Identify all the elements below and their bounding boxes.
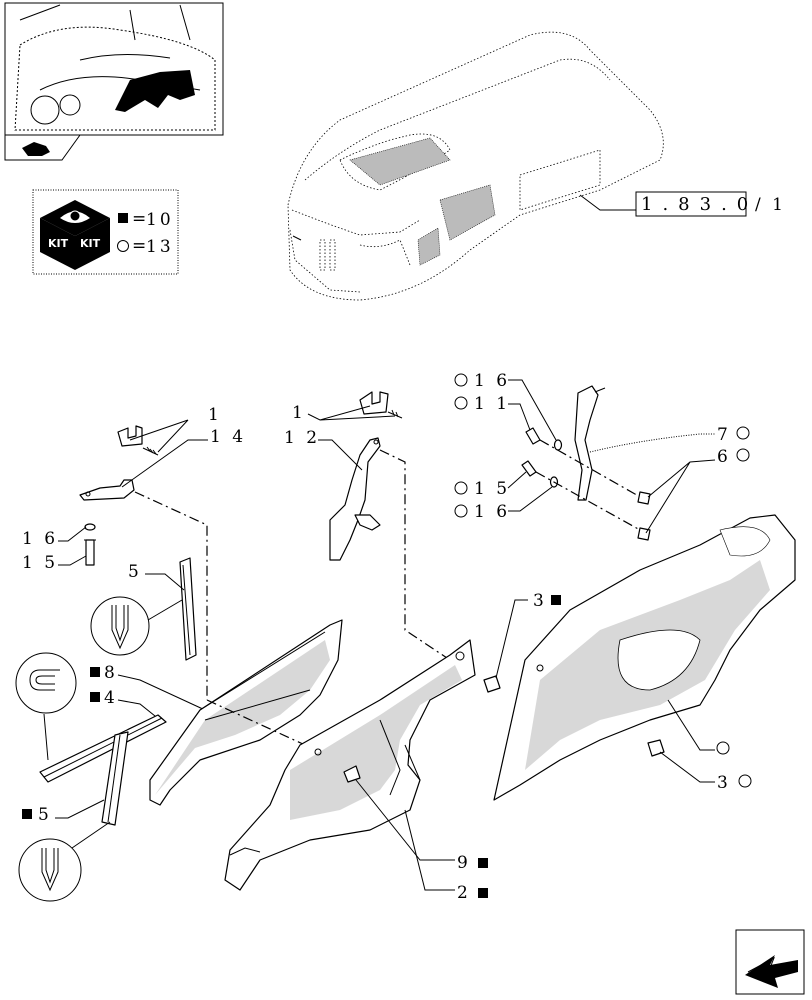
callout-16-right-top: 1 6: [454, 371, 557, 441]
callout-2: 2: [404, 809, 488, 903]
square-marker-icon: [551, 595, 561, 605]
tractor-thumbnail: [4, 2, 224, 161]
callout-16-right-bottom: 1 6: [454, 486, 553, 522]
square-marker-icon: [90, 667, 100, 677]
seal-profile-detail-2: [15, 652, 77, 761]
callout-6: 6: [645, 447, 750, 534]
svg-text:1 2: 1 2: [284, 428, 320, 448]
svg-text:3: 3: [533, 591, 547, 611]
hood-assembly-illustration: [287, 31, 664, 301]
left-bracket-group: [79, 425, 159, 566]
circle-marker-icon: [454, 396, 468, 410]
square-marker-icon: [478, 858, 488, 868]
thumbnail-nav-icon[interactable]: [22, 142, 50, 156]
svg-text:7: 7: [717, 425, 731, 445]
callout-4: 4: [90, 688, 161, 721]
callout-14: 1 4: [121, 427, 246, 488]
svg-text:1 1: 1 1: [474, 394, 510, 414]
reference-suffix: / 1: [755, 195, 786, 215]
callout-9: 9: [355, 779, 488, 873]
callout-12: 1 2: [284, 428, 363, 471]
callout-3-bottom: 3: [647, 739, 752, 793]
square-marker-icon: [22, 809, 32, 819]
plug-3a: [483, 675, 501, 693]
kit-square-value: 10: [146, 210, 174, 230]
seal-strip-5-upper: 5: [128, 557, 197, 661]
circle-marker-icon: [736, 426, 750, 440]
reference-code: 1.83.0: [641, 194, 758, 215]
seal-profile-detail-3: [18, 821, 111, 902]
svg-text:5: 5: [38, 805, 52, 825]
leader-dashed-left-lower: [206, 699, 306, 746]
circle-marker-icon: [117, 240, 129, 252]
circle-marker-icon: [736, 448, 750, 462]
svg-text:9: 9: [457, 853, 471, 873]
svg-text:5: 5: [128, 562, 142, 582]
kit-circle-equals: =: [132, 236, 149, 256]
circle-marker-icon: [716, 741, 730, 755]
kit-text-left: KIT: [48, 237, 69, 250]
circle-marker-icon: [454, 481, 468, 495]
callout-5-lower: 5: [22, 799, 105, 825]
circle-marker-icon: [454, 504, 468, 518]
center-side-panel: [224, 639, 476, 891]
next-page-arrow-icon[interactable]: [735, 929, 805, 995]
kit-text-right: KIT: [80, 237, 101, 250]
leader-dashed-middle: [379, 449, 469, 673]
square-marker-icon: [478, 888, 488, 898]
callout-15-right: 1 5: [454, 471, 527, 499]
svg-text:8: 8: [104, 663, 118, 683]
kit-legend: KIT KIT = 10 = 13: [32, 189, 179, 275]
seal-strip-5-lower: [101, 731, 129, 826]
callout-8: 8: [90, 663, 206, 711]
svg-text:2: 2: [457, 883, 471, 903]
svg-text:1 6: 1 6: [474, 371, 510, 391]
right-side-panel: [493, 514, 796, 801]
svg-text:1 4: 1 4: [210, 427, 246, 447]
seal-profile-detail-1: [90, 596, 183, 656]
svg-text:4: 4: [104, 688, 118, 708]
svg-text:6: 6: [717, 447, 731, 467]
svg-text:1 5: 1 5: [474, 479, 510, 499]
svg-text:1: 1: [292, 403, 306, 423]
left-side-panel: [149, 619, 343, 806]
callout-circle-panel: [667, 699, 730, 755]
callout-11: 1 1: [454, 394, 531, 431]
reference-callout[interactable]: 1.83.0 / 1: [579, 191, 786, 217]
square-marker-icon: [118, 213, 128, 223]
leader-dashed-left: [134, 491, 208, 700]
middle-bracket-group: [329, 391, 403, 561]
svg-text:1 6: 1 6: [474, 502, 510, 522]
callout-7: 7: [589, 425, 750, 453]
kit-circle-value: 13: [146, 237, 174, 257]
callout-16-left: 1 6: [22, 526, 87, 549]
callout-15-left: 1 5: [22, 553, 87, 573]
plug-9: [343, 765, 361, 783]
circle-marker-icon: [454, 373, 468, 387]
callout-1-middle: 1: [292, 403, 396, 423]
kit-square-equals: =: [132, 209, 149, 229]
callout-3-top: 3: [483, 591, 561, 693]
seal-strip-4: [39, 714, 167, 783]
washer-icon: [84, 523, 96, 531]
kit-box-icon: KIT KIT: [40, 200, 110, 270]
svg-text:1: 1: [208, 405, 222, 425]
circle-marker-icon: [738, 774, 752, 788]
right-bracket-group: [521, 385, 651, 541]
svg-text:1 5: 1 5: [22, 553, 58, 573]
svg-text:1 6: 1 6: [22, 529, 58, 549]
svg-text:3: 3: [717, 773, 731, 793]
callout-1-left: 1: [129, 405, 222, 453]
square-marker-icon: [90, 692, 100, 702]
